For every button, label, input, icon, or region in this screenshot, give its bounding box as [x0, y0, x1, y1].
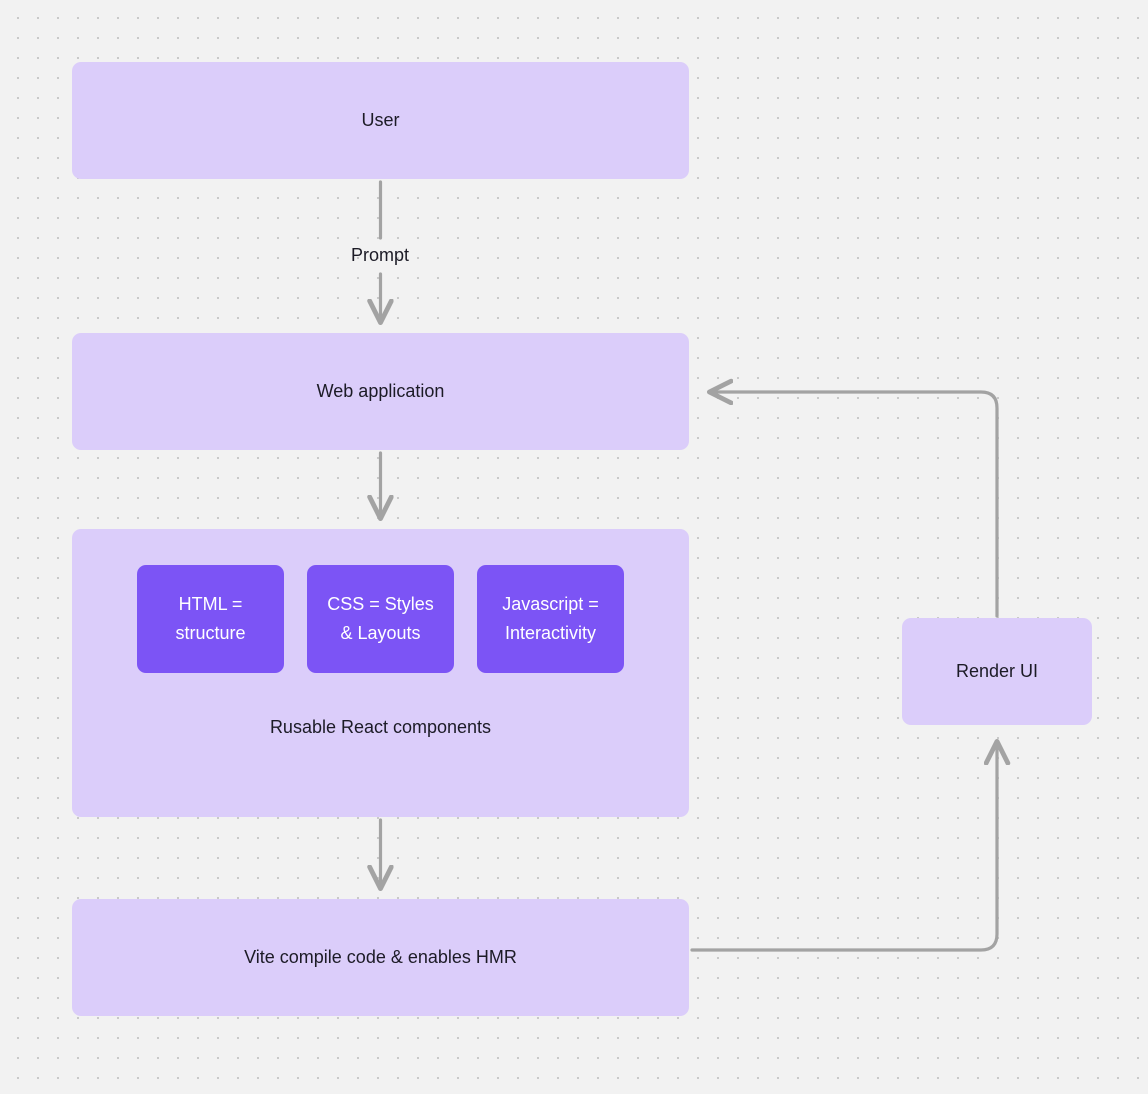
subnode-css-label: CSS = Styles & Layouts [327, 594, 434, 643]
node-vite-label: Vite compile code & enables HMR [244, 947, 517, 968]
subnode-javascript-label: Javascript = Interactivity [502, 594, 599, 643]
node-render-ui-label: Render UI [955, 661, 1039, 682]
edge-render-to-webapp [710, 392, 999, 618]
node-vite[interactable]: Vite compile code & enables HMR [72, 899, 689, 1016]
subnode-html-label: HTML = structure [175, 594, 246, 643]
edge-vite-to-render [690, 742, 997, 952]
node-web-application-label: Web application [316, 381, 445, 402]
node-user-label: User [361, 110, 400, 131]
node-user[interactable]: User [72, 62, 689, 179]
node-react-components-caption: Rusable React components [269, 717, 492, 737]
node-web-application[interactable]: Web application [72, 333, 689, 450]
subnode-javascript[interactable]: Javascript = Interactivity [477, 565, 624, 673]
subnode-html[interactable]: HTML = structure [137, 565, 284, 673]
node-react-components-group[interactable]: HTML = structure CSS = Styles & Layouts … [72, 529, 689, 817]
node-render-ui[interactable]: Render UI [902, 618, 1092, 725]
subnode-css[interactable]: CSS = Styles & Layouts [307, 565, 454, 673]
edge-label-prompt: Prompt [350, 245, 410, 265]
